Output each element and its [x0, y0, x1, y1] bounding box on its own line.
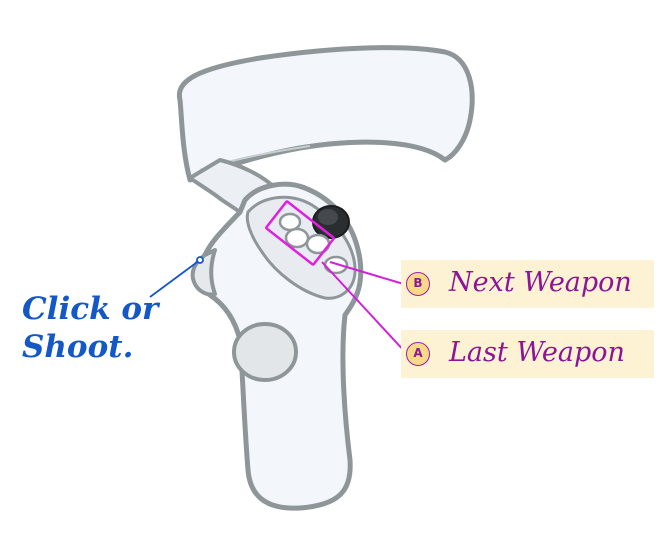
- leader-line-trigger: [149, 259, 201, 298]
- face-button-upper: [278, 212, 302, 232]
- face-buttons: [278, 212, 349, 275]
- trigger-callout-line2: Shoot.: [22, 329, 134, 365]
- button-b-label: Next Weapon: [449, 267, 632, 298]
- button-a-label: Last Weapon: [449, 337, 625, 368]
- button-b-callout: B Next Weapon: [401, 260, 654, 308]
- face-button-lower: [323, 255, 349, 275]
- trigger-callout-line1: Click or: [22, 291, 159, 327]
- b-button-badge: B: [406, 272, 430, 296]
- trigger: [190, 248, 217, 297]
- face-button-a: [284, 227, 310, 249]
- trigger-callout: Click or Shoot.: [22, 290, 158, 366]
- trigger-anchor-dot: [196, 256, 204, 264]
- a-button-badge: A: [406, 342, 430, 366]
- thumbstick: [312, 205, 350, 239]
- grip-button: [232, 322, 298, 382]
- button-highlight-box: [265, 200, 335, 266]
- leader-line-b: [329, 261, 408, 286]
- button-a-callout: A Last Weapon: [401, 330, 654, 378]
- leader-line-a: [321, 261, 408, 355]
